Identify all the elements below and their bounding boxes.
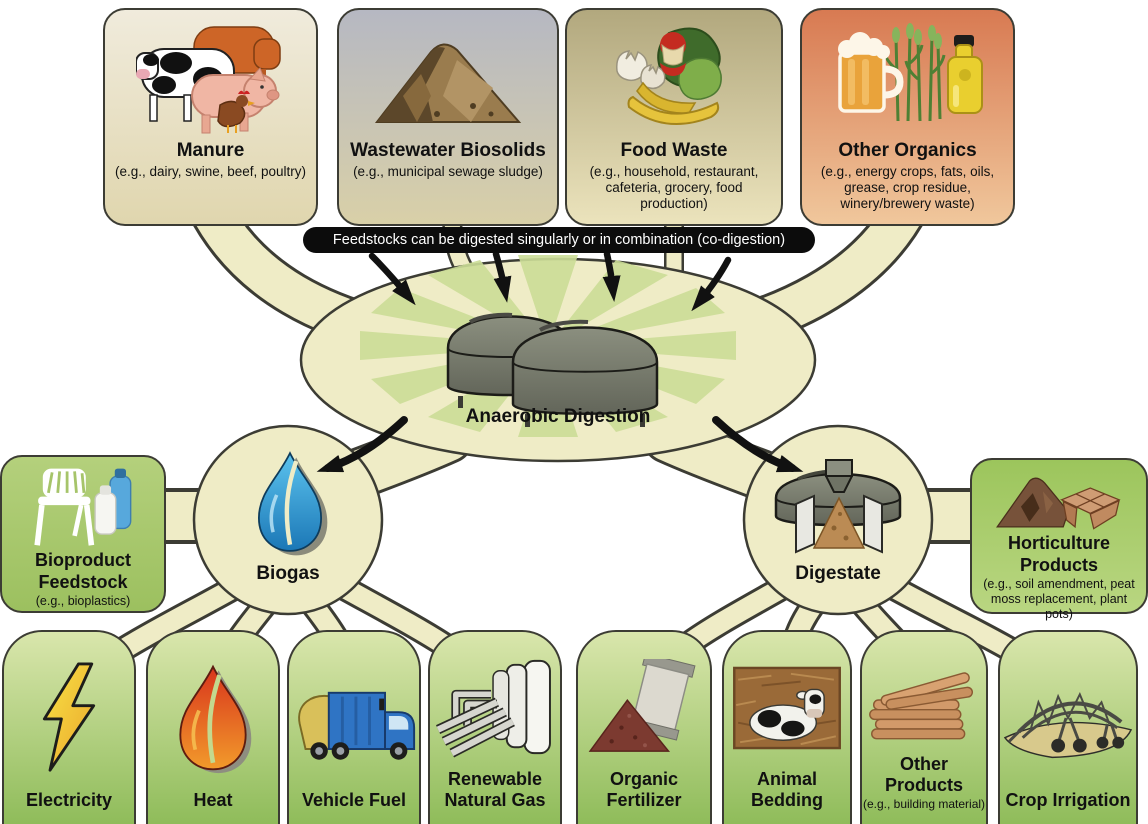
product-box-animal-bedding: Animal Bedding xyxy=(722,630,852,824)
side-box-title: Horticulture Products xyxy=(1007,533,1110,575)
feedstock-box-manure: Manure (e.g., dairy, swine, beef, poultr… xyxy=(103,8,318,226)
cow-bedding-icon xyxy=(732,632,842,769)
lightning-bolt-icon xyxy=(25,632,113,790)
product-label: Electricity xyxy=(25,790,113,810)
feedstock-title: Manure xyxy=(176,140,245,161)
product-box-electricity: Electricity xyxy=(2,630,136,824)
feedstock-subtitle: (e.g., household, restaurant, cafeteria,… xyxy=(589,164,759,211)
product-box-renewable-natural-gas: Renewable Natural Gas xyxy=(428,630,562,824)
product-label: Crop Irrigation xyxy=(1005,790,1131,810)
gas-pipes-icon xyxy=(434,632,556,769)
product-label: Vehicle Fuel xyxy=(301,790,407,810)
biogas-label: Biogas xyxy=(256,563,320,584)
feedstock-title: Wastewater Biosolids xyxy=(350,140,546,161)
feedstock-subtitle: (e.g., dairy, swine, beef, poultry) xyxy=(114,164,307,179)
product-label: Animal Bedding xyxy=(751,769,823,810)
feedstock-box-food-waste: Food Waste (e.g., household, restaurant,… xyxy=(565,8,783,226)
co-digestion-banner: Feedstocks can be digested singularly or… xyxy=(303,227,815,253)
food-scraps-icon xyxy=(599,16,749,140)
product-label: Renewable Natural Gas xyxy=(444,769,546,810)
product-box-organic-fertilizer: Organic Fertilizer xyxy=(576,630,712,824)
side-box-subtitle: (e.g., soil amendment, peat moss replace… xyxy=(983,577,1135,621)
digestate-label: Digestate xyxy=(795,563,881,584)
feedstock-box-other-organics: Other Organics (e.g., energy crops, fats… xyxy=(800,8,1015,226)
flow-arrows xyxy=(316,250,804,473)
digester-separator-icon xyxy=(768,452,908,563)
product-box-heat: Heat xyxy=(146,630,280,824)
product-box-crop-irrigation: Crop Irrigation xyxy=(998,630,1138,824)
flame-icon xyxy=(170,632,256,790)
product-label: Organic Fertilizer xyxy=(606,769,682,810)
product-subtitle: (e.g., building material) xyxy=(862,797,986,811)
feedstock-title: Food Waste xyxy=(620,140,728,161)
side-box-title: Bioproduct Feedstock xyxy=(35,550,131,592)
plastic-chair-bottles-icon xyxy=(24,463,142,549)
product-box-vehicle-fuel: Vehicle Fuel xyxy=(287,630,421,824)
feedstock-box-wastewater-biosolids: Wastewater Biosolids (e.g., municipal se… xyxy=(337,8,559,226)
anaerobic-digestion-label: Anaerobic Digestion xyxy=(465,406,651,427)
livestock-icon xyxy=(135,16,286,140)
fertilizer-bag-icon xyxy=(584,632,704,769)
garbage-truck-icon xyxy=(290,632,418,790)
lumber-icon xyxy=(864,632,984,754)
feedstock-subtitle: (e.g., energy crops, fats, oils, grease,… xyxy=(820,164,995,211)
side-box-subtitle: (e.g., bioplastics) xyxy=(35,594,131,608)
bioproduct-feedstock-box: Bioproduct Feedstock (e.g., bioplastics) xyxy=(0,455,166,613)
digester-tanks-icon xyxy=(446,312,659,427)
product-label: Other Products xyxy=(884,754,963,795)
soil-plant-pots-icon xyxy=(984,466,1134,532)
pivot-irrigation-icon xyxy=(1001,632,1135,790)
gas-flame-icon xyxy=(250,443,330,566)
beer-crops-oil-icon xyxy=(832,16,984,140)
feedstock-title: Other Organics xyxy=(838,140,977,161)
sludge-pile-icon xyxy=(373,16,523,140)
horticulture-products-box: Horticulture Products (e.g., soil amendm… xyxy=(970,458,1148,621)
product-label: Heat xyxy=(193,790,233,810)
feedstock-subtitle: (e.g., municipal sewage sludge) xyxy=(353,164,543,179)
product-box-other-products: Other Products (e.g., building material) xyxy=(860,630,988,824)
